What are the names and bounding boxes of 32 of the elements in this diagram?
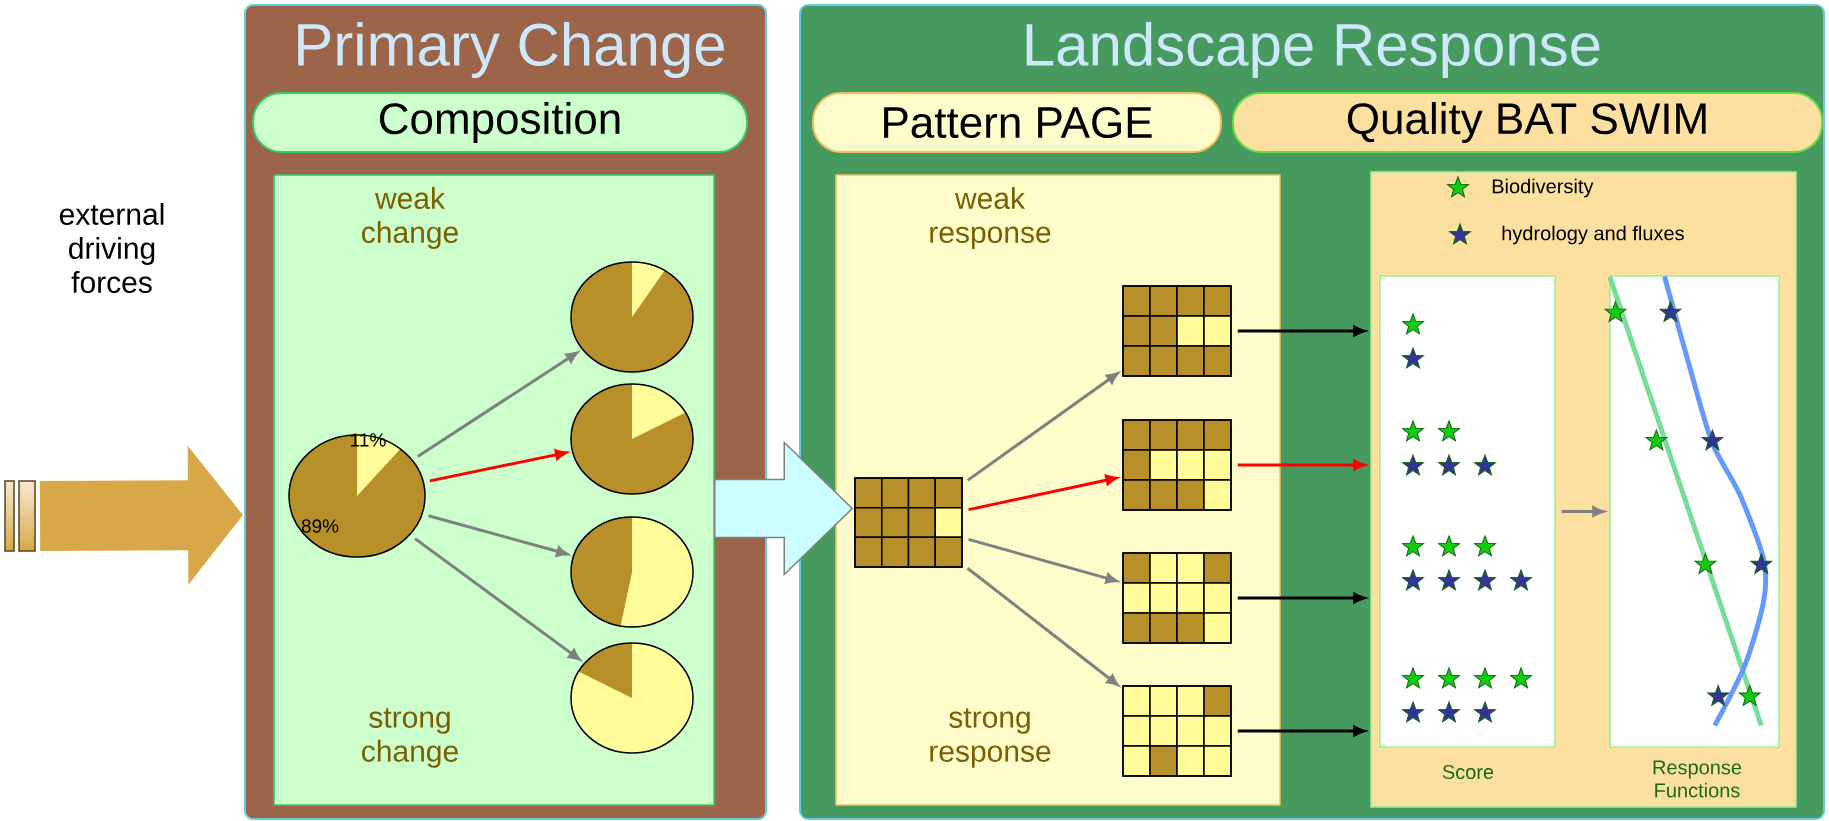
axis-caption: Response Functions bbox=[1653, 760, 1742, 798]
scale-label: weak response bbox=[930, 187, 1051, 249]
heading-pill: Composition bbox=[252, 92, 748, 153]
scale-label: strong response bbox=[930, 708, 1051, 768]
arrow bbox=[414, 537, 581, 661]
pie-chart bbox=[570, 642, 694, 754]
arrow bbox=[966, 372, 1119, 482]
pie-chart bbox=[570, 383, 694, 495]
heading-pill: Quality BAT SWIM bbox=[1232, 92, 1823, 153]
arrow bbox=[966, 567, 1119, 686]
grid-map bbox=[1122, 552, 1232, 644]
arrow bbox=[968, 537, 1118, 584]
panel-title: Primary Change bbox=[298, 22, 724, 78]
pie-chart bbox=[570, 516, 694, 628]
heading-pill: Pattern PAGE bbox=[812, 92, 1222, 153]
caption-text: external driving forces bbox=[59, 203, 164, 293]
pie-chart bbox=[570, 261, 694, 373]
chart-panel bbox=[1609, 275, 1780, 798]
grid-map bbox=[1122, 685, 1232, 777]
axis-caption: Score bbox=[1442, 764, 1494, 780]
scale-label: weak change bbox=[362, 187, 458, 249]
pie-chart: 11% 89% bbox=[288, 433, 426, 558]
panel-title: Landscape Response bbox=[1026, 22, 1600, 78]
grid-map bbox=[1122, 419, 1232, 511]
arrow bbox=[968, 474, 1118, 512]
legend-label: Biodiversity bbox=[1492, 178, 1594, 198]
chart-panel bbox=[1379, 275, 1556, 780]
block-arrow bbox=[714, 440, 854, 577]
grid-map bbox=[1122, 285, 1232, 377]
legend-label: hydrology and fluxes bbox=[1502, 225, 1684, 245]
grid-map bbox=[854, 477, 963, 568]
scale-label: strong change bbox=[362, 708, 458, 768]
